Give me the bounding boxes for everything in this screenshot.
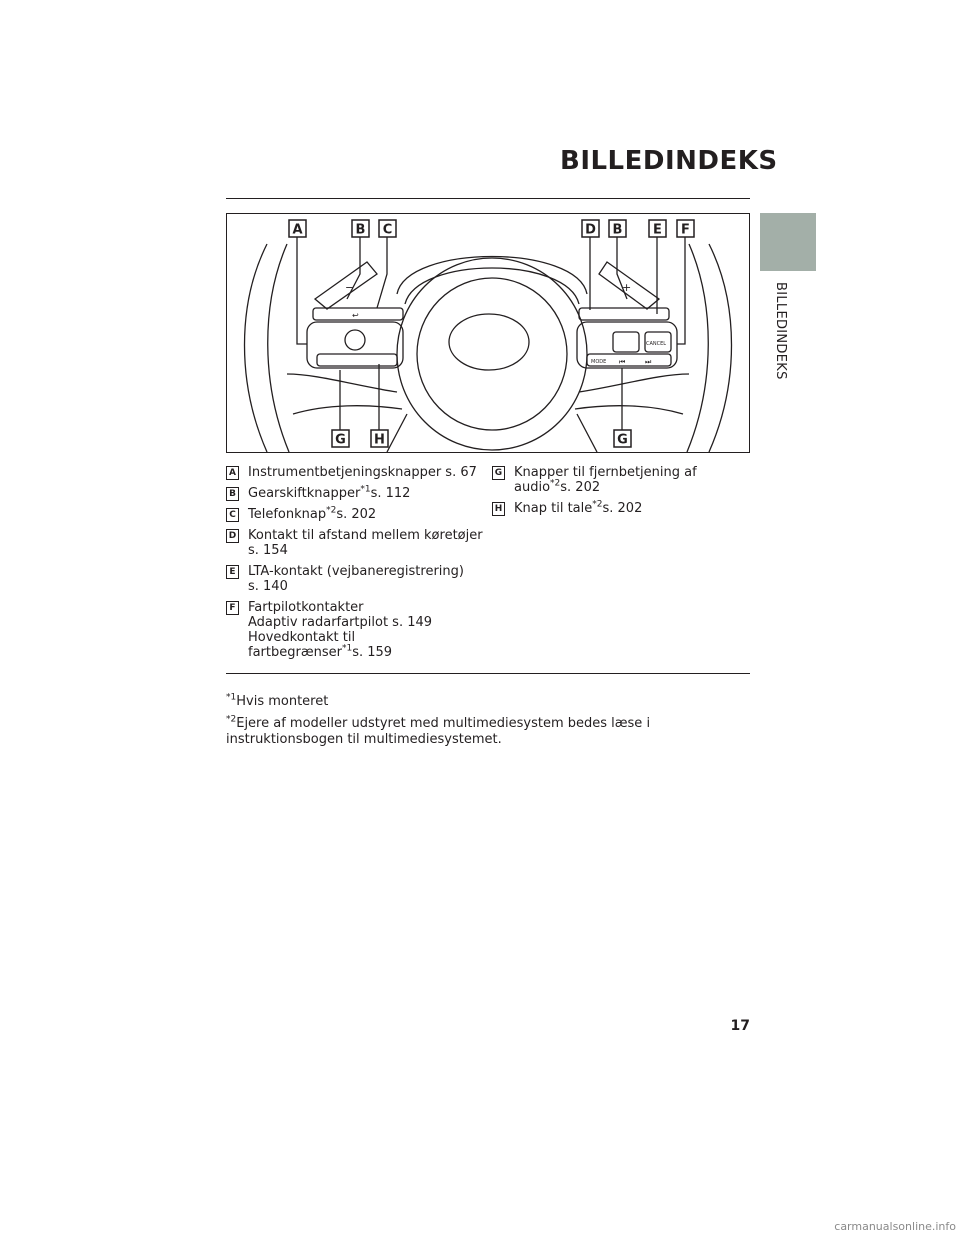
- cluster-hood: [396, 255, 588, 295]
- legend-line: Knapper til fjernbetjening af: [514, 465, 697, 480]
- callout-top-c: C: [383, 223, 393, 238]
- legend-line: Fartpilotkontakter: [248, 600, 364, 615]
- paddle-minus: [313, 261, 378, 310]
- legend-text: Gearskiftknapper*1s. 112: [248, 484, 484, 501]
- legend-item-e: E LTA-kontakt (vejbaneregistrering)s. 140: [226, 564, 484, 594]
- footnote-1: *1Hvis monteret: [226, 692, 329, 709]
- legend-letter-badge: F: [226, 601, 239, 615]
- paddle-plus: [598, 261, 661, 310]
- wheel-rim-right-outer: [708, 243, 733, 452]
- footnote-2: *2Ejere af modeller udstyret med multime…: [226, 714, 651, 747]
- callout-top-b: B: [356, 223, 366, 238]
- left-switch-pod: [306, 321, 404, 369]
- mode-label: MODE: [591, 359, 606, 365]
- legend-item-b: B Gearskiftknapper*1s. 112: [226, 484, 484, 501]
- legend-item-c: C Telefonknap*2s. 202: [226, 505, 484, 522]
- callout-top-b: B: [613, 223, 623, 238]
- callout-bottom-g-box: [331, 429, 350, 448]
- callout-top-d: D: [585, 223, 596, 238]
- legend-text: LTA-kontakt (vejbaneregistrering)s. 140: [248, 564, 484, 594]
- footnotes: *1Hvis monteret *2Ejere af modeller udst…: [226, 692, 750, 754]
- section-tab-label: BILLEDINDEKS: [773, 282, 788, 380]
- callout-top-a-box: [288, 219, 307, 238]
- callout-bottom-h-box: [370, 429, 389, 448]
- legend-line-ref: audio*2s. 202: [514, 478, 601, 495]
- legend-line: Kontakt til afstand mellem køretøjer: [248, 528, 483, 543]
- callout-top-e-box: [648, 219, 667, 238]
- paddle-minus-label: −: [345, 281, 354, 294]
- horn-pad: [448, 313, 530, 371]
- paddle-plus-label: +: [622, 281, 631, 294]
- page-title: BILLEDINDEKS: [560, 146, 778, 176]
- legend-letter-badge: D: [226, 529, 239, 543]
- legend-text: Telefonknap*2s. 202: [248, 505, 484, 522]
- wheel-rim-left-inner: [267, 243, 290, 452]
- legend-letter-badge: G: [492, 466, 505, 480]
- callout-bottom-g: G: [335, 433, 346, 448]
- callout-top-a: A: [292, 223, 302, 238]
- legend-letter-badge: E: [226, 565, 239, 579]
- header-rule: [226, 198, 750, 199]
- steering-wheel-illustration: − + ↩ CANCEL MODE ⏮ ⏭ A B C D B E F G H G: [243, 219, 733, 452]
- page-number: 17: [730, 1018, 750, 1034]
- legend-text: Instrumentbetjeningsknapper s. 67: [248, 465, 484, 480]
- legend-letter-badge: H: [492, 502, 505, 516]
- section-tab[interactable]: [760, 213, 816, 271]
- cancel-label: CANCEL: [646, 341, 666, 347]
- callout-bottom-g-box: [613, 429, 632, 448]
- callout-top-b-box: [351, 219, 370, 238]
- wheel-rim-left-outer: [243, 243, 268, 452]
- right-switch-pod: [576, 321, 678, 369]
- legend-list-left: A Instrumentbetjeningsknapper s. 67 B Gears…: [226, 465, 484, 666]
- legend-line: Adaptiv radarfartpilot s. 149: [248, 615, 433, 630]
- callout-top-b-box: [608, 219, 627, 238]
- legend-item-h: H Knap til tale*2s. 202: [492, 499, 750, 516]
- legend-text: Knap til tale*2s. 202: [514, 499, 750, 516]
- next-label: ⏭: [645, 358, 652, 366]
- callout-bottom-g: G: [617, 433, 628, 448]
- legend-rule: [226, 673, 750, 674]
- back-label: ↩: [352, 311, 359, 320]
- legend-line: Instrumentbetjeningsknapper s. 67: [248, 465, 477, 480]
- airbag-hub: [396, 257, 588, 451]
- legend-letter-badge: C: [226, 508, 239, 522]
- legend-item-a: A Instrumentbetjeningsknapper s. 67: [226, 465, 484, 480]
- callout-top-f-box: [676, 219, 695, 238]
- legend-line-ref: fartbegrænser*1s. 159: [248, 643, 393, 660]
- legend-line-ref: Gearskiftknapper*1s. 112: [248, 484, 411, 501]
- legend-line-ref: Knap til tale*2s. 202: [514, 499, 643, 516]
- watermark[interactable]: carmanualsonline.info: [834, 1220, 956, 1233]
- callout-bottom-h: H: [374, 433, 385, 448]
- callout-top-f: F: [681, 223, 690, 238]
- legend-line-ref: Telefonknap*2s. 202: [248, 505, 377, 522]
- prev-label: ⏮: [619, 358, 625, 366]
- legend-line: s. 140: [248, 579, 288, 594]
- legend-line: s. 154: [248, 543, 288, 558]
- legend-letter-badge: A: [226, 466, 239, 480]
- legend-letter-badge: B: [226, 487, 239, 501]
- left-spoke: [286, 373, 398, 393]
- right-spoke: [578, 373, 690, 393]
- legend-line: LTA-kontakt (vejbaneregistrering): [248, 564, 464, 579]
- callout-top-d-box: [581, 219, 600, 238]
- callout-top-e: E: [653, 223, 662, 238]
- steering-wheel-figure: − + ↩ CANCEL MODE ⏮ ⏭ A B C D B E F G H G: [226, 213, 750, 453]
- wheel-rim-right-inner: [686, 243, 709, 452]
- callout-top-c-box: [378, 219, 397, 238]
- legend-line: Hovedkontakt til: [248, 630, 356, 645]
